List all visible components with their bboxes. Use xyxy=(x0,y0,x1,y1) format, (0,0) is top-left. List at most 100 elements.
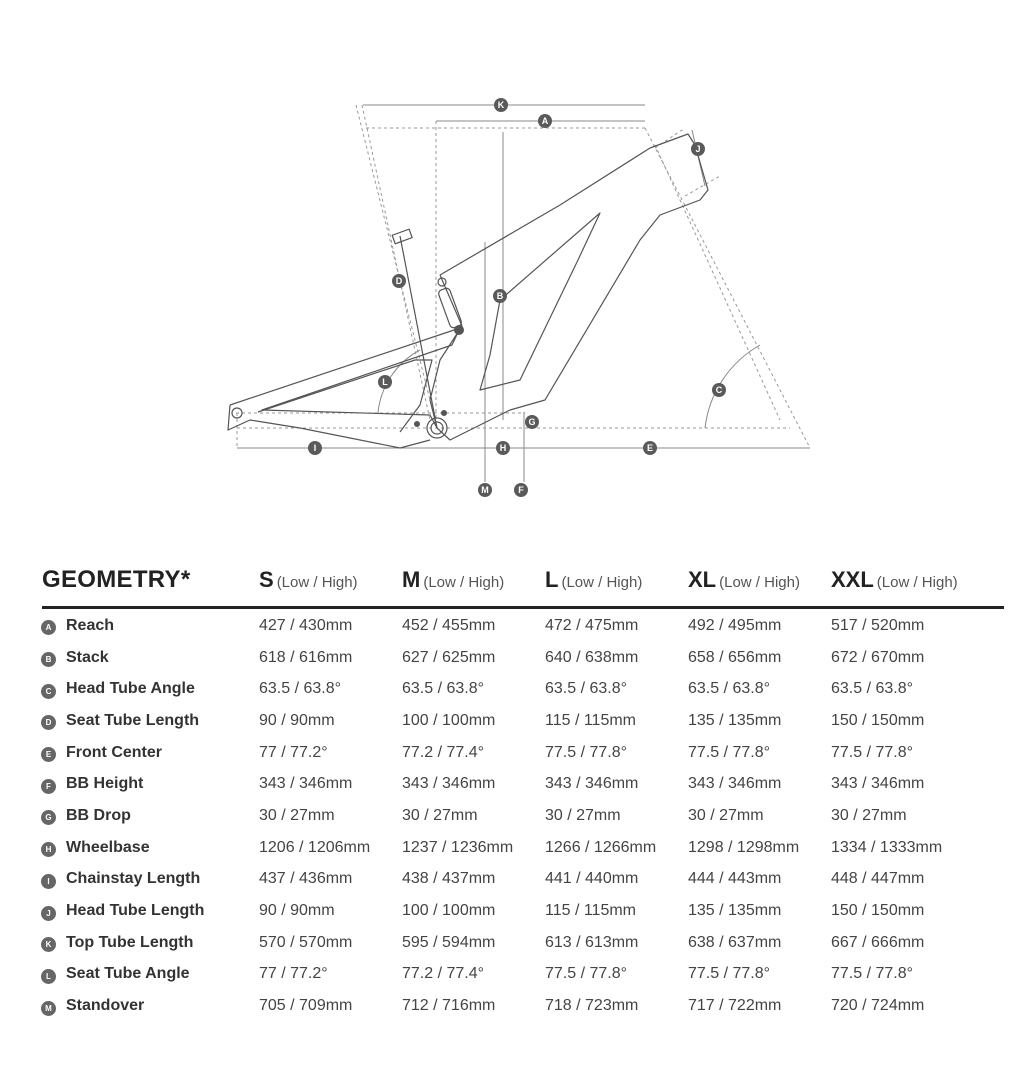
size-header-xl: XL(Low / High) xyxy=(688,567,831,593)
size-label: XL xyxy=(688,567,717,592)
row-label-cell: D Seat Tube Length xyxy=(41,711,259,731)
marker-e: E xyxy=(643,441,657,455)
marker-i: I xyxy=(308,441,322,455)
marker-f: F xyxy=(514,483,528,497)
row-label: Seat Tube Length xyxy=(66,711,200,729)
svg-text:F: F xyxy=(518,485,524,495)
value-cell: 63.5 / 63.8° xyxy=(688,680,771,698)
row-label: Chainstay Length xyxy=(66,870,201,888)
value-cell: 343 / 346mm xyxy=(545,775,639,793)
value-cell: 343 / 346mm xyxy=(831,775,925,793)
value-cell: 438 / 437mm xyxy=(402,870,496,888)
value-cell: 77.5 / 77.8° xyxy=(545,743,628,761)
value-cell: 640 / 638mm xyxy=(545,648,639,666)
value-cell: 77.5 / 77.8° xyxy=(688,743,771,761)
letter-badge-icon: C xyxy=(41,683,56,699)
value-cell: 63.5 / 63.8° xyxy=(545,680,628,698)
svg-text:J: J xyxy=(695,144,700,154)
svg-text:A: A xyxy=(542,116,549,126)
row-label: Stack xyxy=(66,648,109,666)
value-cell: 77.5 / 77.8° xyxy=(688,965,771,983)
size-note: (Low / High) xyxy=(276,574,358,591)
bike-frame xyxy=(227,133,709,449)
value-cell: 638 / 637mm xyxy=(688,933,782,951)
letter-badge-icon: G xyxy=(41,810,56,826)
value-cell: 492 / 495mm xyxy=(688,616,782,634)
size-note: (Low / High) xyxy=(876,574,958,591)
table-row: C Head Tube Angle 63.5 / 63.8° 63.5 / 63.8°… xyxy=(41,673,1004,705)
row-label: Head Tube Angle xyxy=(66,680,195,698)
value-cell: 705 / 709mm xyxy=(259,997,353,1015)
letter-badge-icon: M xyxy=(41,1000,56,1016)
size-header-m: M(Low / High) xyxy=(402,567,545,593)
value-cell: 90 / 90mm xyxy=(259,711,335,729)
row-label: BB Drop xyxy=(66,806,131,824)
size-label: L xyxy=(545,567,559,592)
marker-c: C xyxy=(712,383,726,397)
marker-j: J xyxy=(691,142,705,156)
row-label: Head Tube Length xyxy=(66,902,205,920)
svg-text:K: K xyxy=(498,100,505,110)
reference-lines xyxy=(236,104,811,449)
value-cell: 90 / 90mm xyxy=(259,902,335,920)
geometry-table-header: GEOMETRY* S(Low / High) M(Low / High) L(… xyxy=(42,566,1004,609)
value-cell: 472 / 475mm xyxy=(545,616,639,634)
value-cell: 115 / 115mm xyxy=(545,902,637,920)
value-cell: 1266 / 1266mm xyxy=(545,838,657,856)
svg-text:B: B xyxy=(497,291,504,301)
value-cell: 427 / 430mm xyxy=(259,616,353,634)
svg-text:H: H xyxy=(500,443,507,453)
marker-d: D xyxy=(392,274,406,288)
row-label: Front Center xyxy=(66,743,162,761)
letter-badge-icon: B xyxy=(41,652,56,668)
letter-badge-icon: H xyxy=(41,842,56,858)
value-cell: 618 / 616mm xyxy=(259,648,353,666)
value-cell: 63.5 / 63.8° xyxy=(831,680,914,698)
row-label-cell: B Stack xyxy=(41,648,259,668)
size-label: S xyxy=(259,567,274,592)
letter-badge-icon: A xyxy=(41,620,56,636)
svg-text:I: I xyxy=(314,443,317,453)
value-cell: 135 / 135mm xyxy=(688,711,782,729)
value-cell: 100 / 100mm xyxy=(402,902,496,920)
value-cell: 718 / 723mm xyxy=(545,997,639,1015)
value-cell: 77 / 77.2° xyxy=(259,743,328,761)
marker-m: M xyxy=(478,483,492,497)
value-cell: 30 / 27mm xyxy=(831,806,907,824)
value-cell: 1237 / 1236mm xyxy=(402,838,514,856)
letter-badge-icon: L xyxy=(41,968,56,984)
letter-badge-icon: D xyxy=(41,715,56,731)
marker-l: L xyxy=(378,375,392,389)
marker-a: A xyxy=(538,114,552,128)
row-label: Wheelbase xyxy=(66,838,150,856)
value-cell: 613 / 613mm xyxy=(545,933,639,951)
letter-badge-icon: K xyxy=(41,937,56,953)
size-label: XXL xyxy=(831,567,874,592)
value-cell: 448 / 447mm xyxy=(831,870,925,888)
svg-text:G: G xyxy=(528,417,535,427)
value-cell: 30 / 27mm xyxy=(688,806,764,824)
bike-geometry-diagram: K A J D B L C G I H E M F xyxy=(227,98,811,497)
svg-text:M: M xyxy=(481,485,489,495)
size-header-xxl: XXL(Low / High) xyxy=(831,567,974,593)
size-header-l: L(Low / High) xyxy=(545,567,688,593)
geometry-table: GEOMETRY* S(Low / High) M(Low / High) L(… xyxy=(41,566,1004,1022)
value-cell: 77.5 / 77.8° xyxy=(831,743,914,761)
value-cell: 672 / 670mm xyxy=(831,648,925,666)
value-cell: 444 / 443mm xyxy=(688,870,782,888)
svg-text:C: C xyxy=(716,385,723,395)
